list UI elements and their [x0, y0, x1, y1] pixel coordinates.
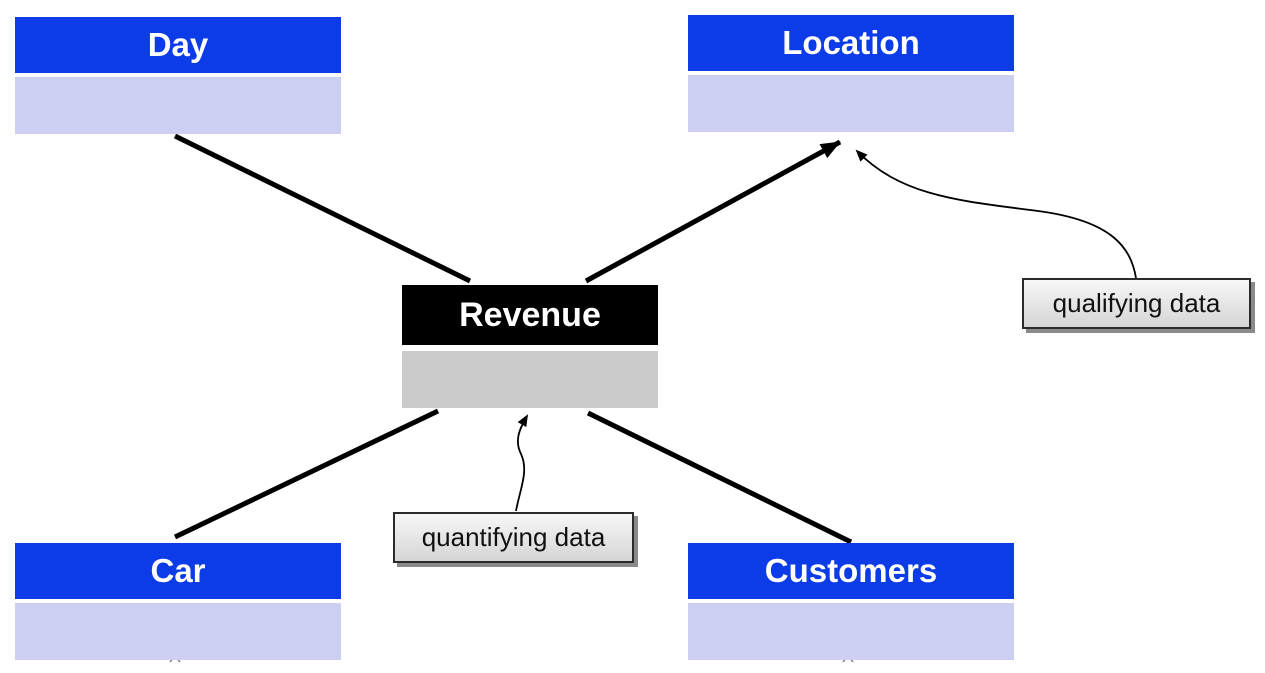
- callout-qualifying: qualifying data: [1022, 278, 1251, 329]
- entity-day-label: Day: [147, 26, 209, 63]
- entity-customers-body: [688, 603, 1014, 660]
- entity-customers-label: Customers: [764, 552, 938, 589]
- entity-revenue-body: [402, 351, 658, 408]
- connector-revenue-car: [173, 408, 440, 540]
- connector-revenue-customers: [586, 410, 853, 545]
- entity-location-body: [688, 75, 1014, 132]
- entity-revenue-header: Revenue: [402, 285, 658, 345]
- callout-quantifying: quantifying data: [393, 512, 634, 563]
- entity-location: Location: [688, 15, 1014, 132]
- entity-customers-header: Customers: [688, 543, 1014, 599]
- entity-day-body: [15, 77, 341, 134]
- entity-car-header: Car: [15, 543, 341, 599]
- entity-location-label: Location: [782, 24, 920, 61]
- entity-revenue: Revenue: [402, 285, 658, 408]
- entity-day-header: Day: [15, 17, 341, 73]
- entity-revenue-label: Revenue: [459, 295, 601, 334]
- entity-car: Car: [15, 543, 341, 660]
- callout-arrow-qualifying: [855, 149, 1137, 279]
- entity-location-header: Location: [688, 15, 1014, 71]
- entity-car-body: [15, 603, 341, 660]
- callout-quantifying-label: quantifying data: [421, 522, 606, 552]
- connector-revenue-day: [173, 133, 472, 284]
- entity-customers: Customers: [688, 543, 1014, 660]
- callout-arrow-quantifying: [515, 414, 529, 512]
- connector-revenue-location: [584, 139, 842, 284]
- callout-qualifying-label: qualifying data: [1052, 288, 1221, 318]
- entity-car-label: Car: [150, 552, 206, 589]
- entity-day: Day: [15, 17, 341, 134]
